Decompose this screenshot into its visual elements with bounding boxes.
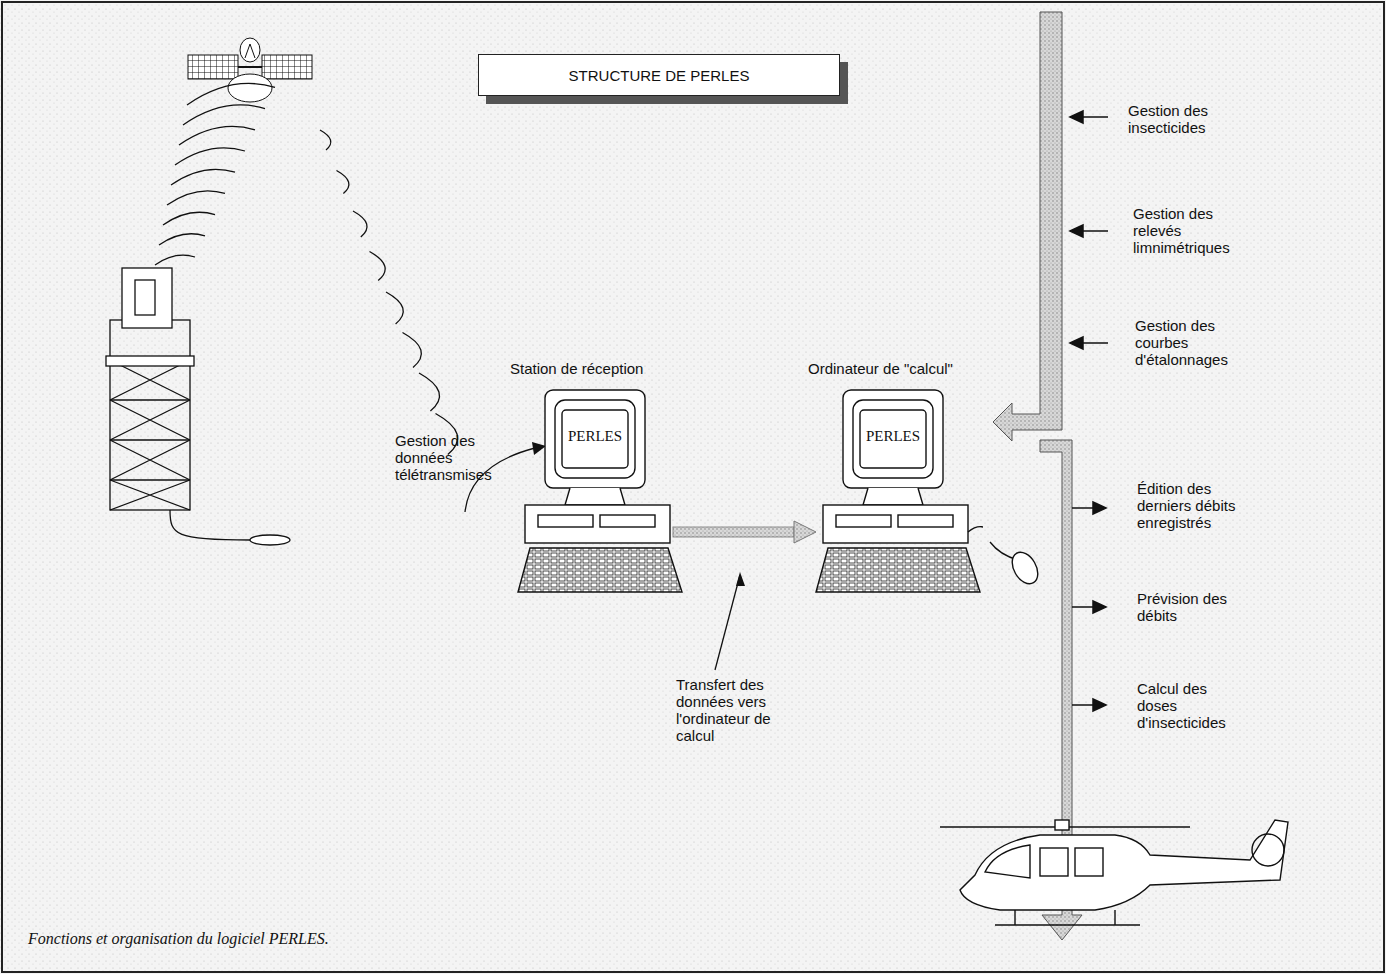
radio-waves <box>155 83 458 454</box>
wave-arc <box>403 333 422 368</box>
wave-arc <box>155 255 195 265</box>
function-label: Gestion des relevés limnimétriques <box>1133 205 1253 256</box>
function-label: Prévision des débits <box>1137 590 1247 624</box>
node-heading: Ordinateur de "calcul" <box>808 360 953 378</box>
satellite <box>188 38 312 102</box>
computer-node: Ordinateur de "calcul" PERLES <box>808 360 983 595</box>
function-label: Édition des derniers débits enregistrés <box>1137 480 1247 531</box>
function-label: Gestion des insecticides <box>1128 102 1238 136</box>
function-label: Gestion des données télétransmises <box>395 432 495 483</box>
wave-arc <box>167 191 225 205</box>
computer-illustration <box>510 360 685 595</box>
computer-illustration <box>808 360 983 595</box>
mouse <box>1007 548 1043 588</box>
screen-label: PERLES <box>562 428 628 445</box>
function-label: Calcul des doses d'insecticides <box>1137 680 1247 731</box>
edge-label: Transfert des données vers l'ordinateur … <box>676 676 801 744</box>
wave-arc <box>187 83 275 105</box>
node-heading: Station de réception <box>510 360 643 378</box>
leader-arrowhead <box>736 572 745 586</box>
wave-arc <box>353 211 367 237</box>
wave-arc <box>370 252 386 281</box>
title-box: STRUCTURE DE PERLES <box>478 54 840 96</box>
wave-arc <box>179 126 255 145</box>
wave-arc <box>171 169 235 185</box>
caption: Fonctions et organisation du logiciel PE… <box>28 930 329 948</box>
wave-arc <box>175 148 245 165</box>
wave-arc <box>419 373 440 411</box>
function-label: Gestion des courbes d'étalonnages <box>1135 317 1255 368</box>
transfer-arrow <box>673 521 816 543</box>
wave-arc <box>320 130 331 150</box>
wave-arc <box>159 234 205 245</box>
helicopter <box>940 820 1288 925</box>
wave-arc <box>163 212 215 225</box>
function-bands <box>993 12 1108 940</box>
wave-arc <box>386 292 403 324</box>
gauging-tower <box>106 268 290 545</box>
screen-label: PERLES <box>860 428 926 445</box>
leader-line <box>715 575 740 670</box>
wave-arc <box>183 105 265 125</box>
computer-node: Station de réceptionPERLES <box>510 360 685 595</box>
leader-arrowhead <box>532 442 546 455</box>
wave-arc <box>337 171 349 194</box>
